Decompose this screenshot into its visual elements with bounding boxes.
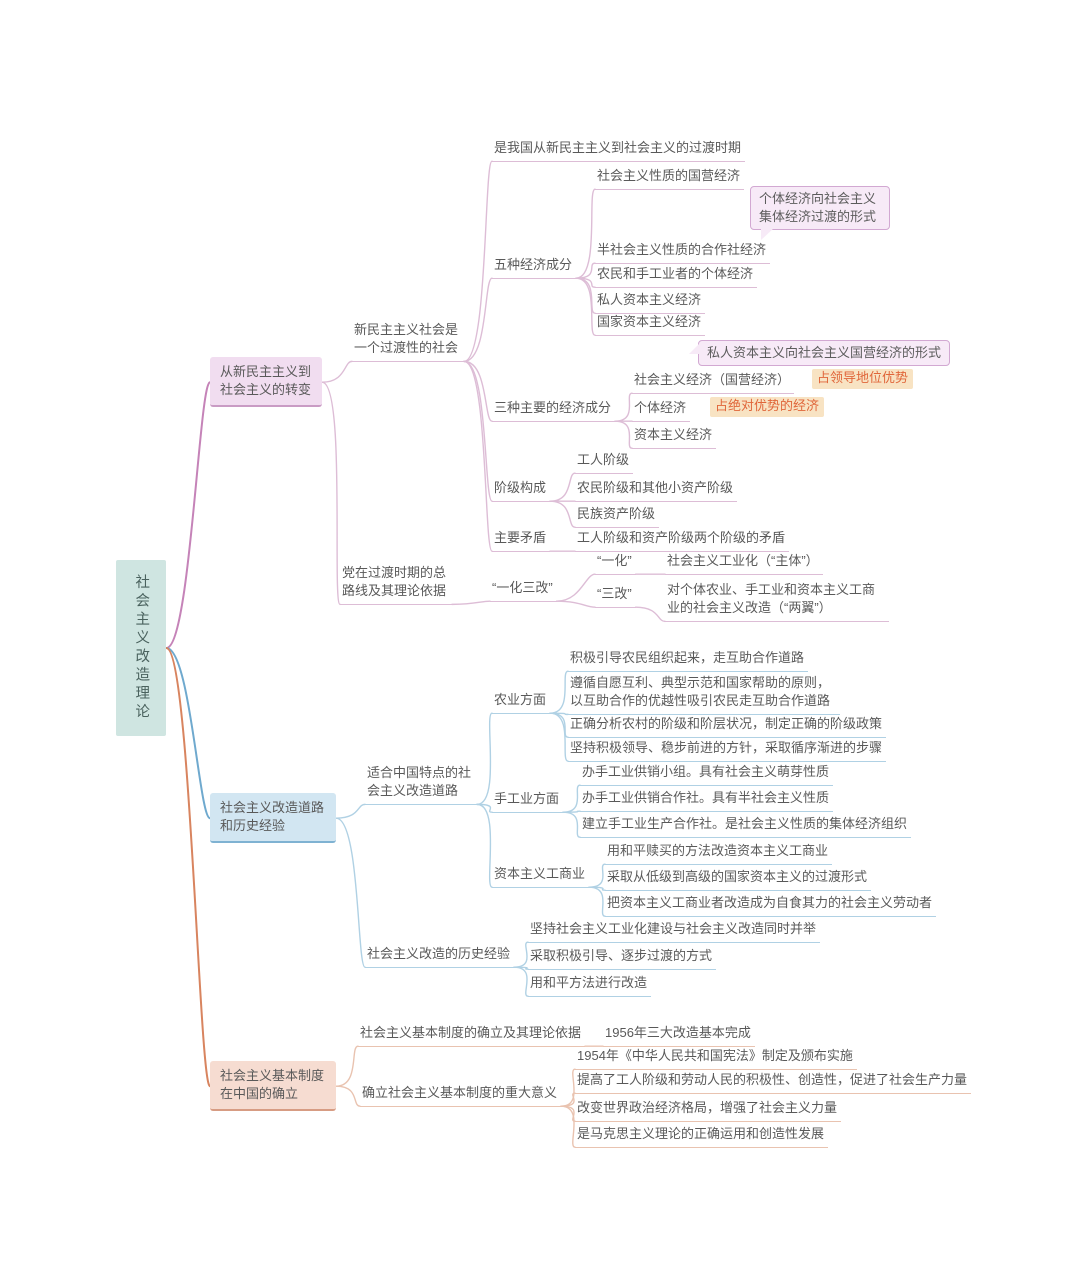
leaf-significance-3[interactable]: 改变世界政治经济格局，增强了社会主义力量 (575, 1098, 842, 1123)
leaf-state-owned-economy[interactable]: 社会主义性质的国营经济 (595, 166, 745, 191)
leaf-commerce-3[interactable]: 把资本主义工商业者改造成为自食其力的社会主义劳动者 (605, 893, 937, 918)
leaf-national-bourgeoisie[interactable]: 民族资产阶级 (575, 504, 660, 529)
callout-individual-to-collective-text: 个体经济向社会主义集体经济过渡的形式 (759, 191, 877, 225)
tag-absolute-superiority[interactable]: 占绝对优势的经济 (710, 397, 825, 418)
branch-establishment-of-basic-system[interactable]: 社会主义基本制度在中国的确立 (210, 1061, 336, 1112)
leaf-experience-3[interactable]: 用和平方法进行改造 (528, 973, 652, 998)
callout-individual-to-collective[interactable]: 个体经济向社会主义集体经济过渡的形式 (750, 186, 890, 241)
topic-capitalist-industry-commerce[interactable]: 资本主义工商业 (492, 864, 590, 889)
topic-one-industrialization-three-transformations[interactable]: “一化三改” (490, 578, 557, 603)
topic-class-composition[interactable]: 阶级构成 (492, 478, 551, 503)
leaf-significance-4[interactable]: 是马克思主义理论的正确运用和创造性发展 (575, 1124, 829, 1149)
leaf-working-class[interactable]: 工人阶级 (575, 450, 634, 475)
topic-historical-experience[interactable]: 社会主义改造的历史经验 (365, 944, 515, 969)
topic-significance[interactable]: 确立社会主义基本制度的重大意义 (360, 1083, 562, 1108)
leaf-significance-1[interactable]: 1954年《中华人民共和国宪法》制定及颁布实施 (575, 1046, 857, 1071)
leaf-handicraft-3[interactable]: 建立手工业生产合作社。是社会主义性质的集体经济组织 (580, 814, 912, 839)
topic-yihua[interactable]: “一化” (595, 551, 636, 576)
topic-general-line[interactable]: 党在过渡时期的总路线及其理论依据 (340, 563, 452, 606)
leaf-handicraft-1[interactable]: 办手工业供销小组。具有社会主义萌芽性质 (580, 762, 834, 787)
leaf-agriculture-3[interactable]: 正确分析农村的阶级和阶层状况，制定正确的阶级政策 (568, 714, 887, 739)
leaf-sangai-content[interactable]: 对个体农业、手工业和资本主义工商业的社会主义改造（“两翼”） (665, 580, 889, 623)
topic-three-main-components[interactable]: 三种主要的经济成分 (492, 398, 616, 423)
leaf-handicraft-2[interactable]: 办手工业供销合作社。具有半社会主义性质 (580, 788, 834, 813)
leaf-yihua-content[interactable]: 社会主义工业化（“主体”） (665, 551, 823, 576)
topic-sangai[interactable]: “三改” (595, 584, 636, 609)
leaf-main-contradiction-content[interactable]: 工人阶级和资产阶级两个阶级的矛盾 (575, 528, 790, 553)
root-topic[interactable]: 社会主义改造理论 (116, 560, 167, 736)
leaf-agriculture-4[interactable]: 坚持积极领导、稳步前进的方针，采取循序渐进的步骤 (568, 738, 887, 763)
leaf-1956-transformations-complete[interactable]: 1956年三大改造基本完成 (603, 1023, 755, 1048)
leaf-socialist-economy[interactable]: 社会主义经济（国营经济） (632, 370, 795, 395)
topic-china-characteristic-road[interactable]: 适合中国特点的社会主义改造道路 (365, 763, 477, 806)
topic-main-contradiction[interactable]: 主要矛盾 (492, 528, 551, 553)
leaf-peasant-class[interactable]: 农民阶级和其他小资产阶级 (575, 478, 738, 503)
callout-tail (761, 228, 774, 241)
branch-transition-to-socialism[interactable]: 从新民主主义到社会主义的转变 (210, 357, 322, 408)
leaf-transition-period[interactable]: 是我国从新民主主义到社会主义的过渡时期 (492, 138, 746, 163)
leaf-experience-1[interactable]: 坚持社会主义工业化建设与社会主义改造同时并举 (528, 919, 821, 944)
leaf-private-capitalist-economy[interactable]: 私人资本主义经济 (595, 290, 706, 315)
leaf-state-capitalist-economy[interactable]: 国家资本主义经济 (595, 312, 706, 337)
leaf-agriculture-2[interactable]: 遵循自愿互利、典型示范和国家帮助的原则，以互助合作的优越性吸引农民走互助合作道路 (568, 673, 840, 716)
topic-transitional-society[interactable]: 新民主主义社会是一个过渡性的社会 (352, 320, 464, 363)
topic-five-economic-components[interactable]: 五种经济成分 (492, 255, 577, 280)
leaf-individual-economy-main[interactable]: 个体经济 (632, 398, 691, 423)
topic-handicraft[interactable]: 手工业方面 (492, 789, 564, 814)
leaf-commerce-2[interactable]: 采取从低级到高级的国家资本主义的过渡形式 (605, 867, 872, 892)
tag-leading-position[interactable]: 占领导地位优势 (812, 369, 914, 390)
leaf-significance-2[interactable]: 提高了工人阶级和劳动人民的积极性、创造性，促进了社会生产力量 (575, 1070, 972, 1095)
callout-private-to-state-text: 私人资本主义向社会主义国营经济的形式 (707, 345, 942, 360)
callout-tail (689, 343, 700, 354)
leaf-experience-2[interactable]: 采取积极引导、逐步过渡的方式 (528, 946, 717, 971)
leaf-commerce-1[interactable]: 用和平赎买的方法改造资本主义工商业 (605, 841, 833, 866)
leaf-cooperative-economy[interactable]: 半社会主义性质的合作社经济 (595, 240, 771, 265)
leaf-individual-economy[interactable]: 农民和手工业者的个体经济 (595, 264, 758, 289)
leaf-capitalist-economy[interactable]: 资本主义经济 (632, 425, 717, 450)
branch-road-and-experience[interactable]: 社会主义改造道路和历史经验 (210, 793, 336, 844)
topic-basis-of-basic-system[interactable]: 社会主义基本制度的确立及其理论依据 (358, 1023, 586, 1048)
topic-agriculture[interactable]: 农业方面 (492, 690, 551, 715)
leaf-agriculture-1[interactable]: 积极引导农民组织起来，走互助合作道路 (568, 648, 809, 673)
callout-private-to-state[interactable]: 私人资本主义向社会主义国营经济的形式 (689, 340, 951, 367)
